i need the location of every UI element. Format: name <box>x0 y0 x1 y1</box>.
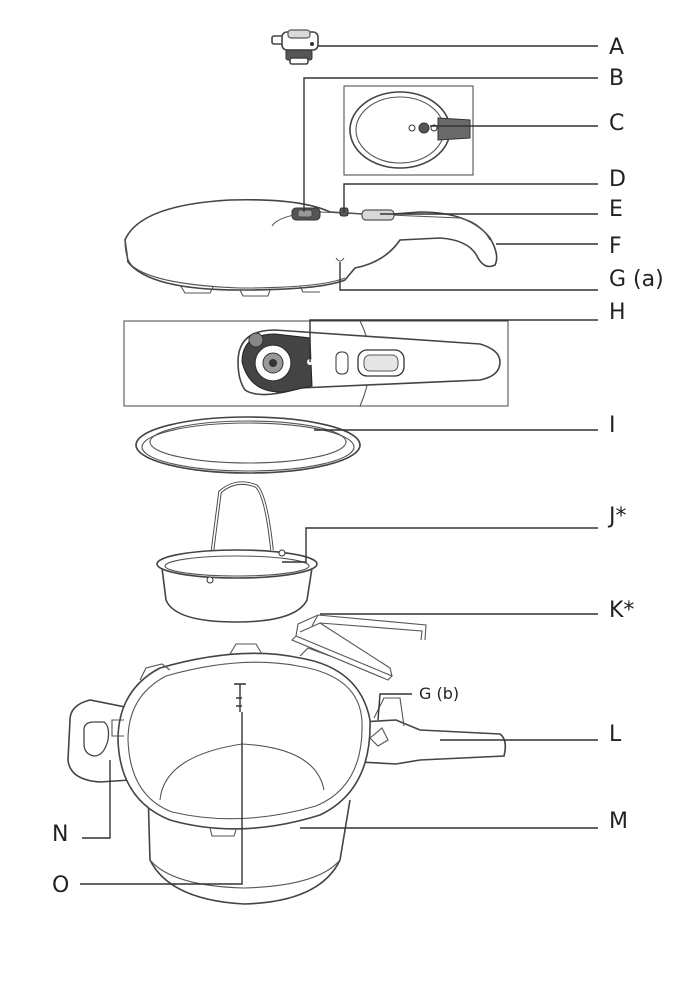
lid-top-view-inset <box>344 86 473 175</box>
label-a: A <box>609 35 624 60</box>
cooker-body-part <box>68 644 505 904</box>
label-d: D <box>609 167 626 192</box>
label-o: O <box>52 873 69 898</box>
label-f: F <box>609 234 622 259</box>
label-k: K* <box>609 598 634 623</box>
label-n: N <box>52 822 68 847</box>
label-g-b: G (b) <box>419 684 459 703</box>
label-c: C <box>609 111 624 136</box>
pressure-valve-part <box>272 30 318 64</box>
label-l: L <box>609 722 622 747</box>
label-m: M <box>609 809 628 834</box>
gasket-ring-part <box>136 417 360 473</box>
label-g-a: G (a) <box>609 267 664 292</box>
label-j: J* <box>607 504 627 529</box>
label-b: B <box>609 66 624 91</box>
steam-basket-part <box>157 483 317 622</box>
label-i: I <box>609 413 616 438</box>
handle-top-view-inset <box>124 321 508 406</box>
label-h: H <box>609 300 626 325</box>
label-e: E <box>609 197 623 222</box>
